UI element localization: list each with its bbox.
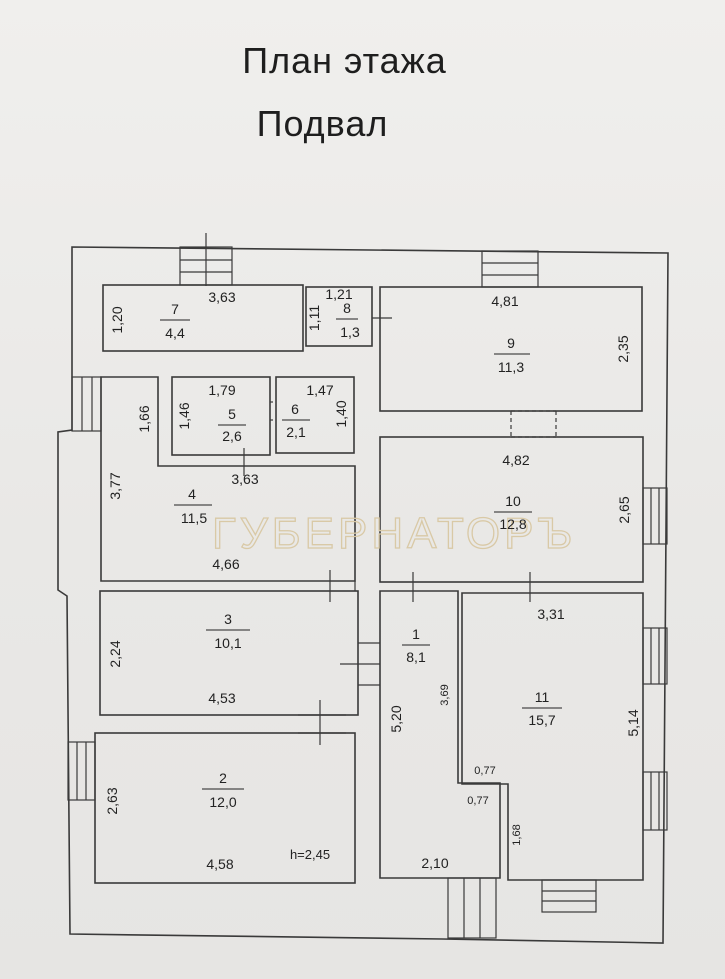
window-left-lower xyxy=(67,741,96,801)
dim-r5-height: 1,46 xyxy=(176,402,192,429)
page-subtitle: Подвал xyxy=(256,103,389,144)
door-group xyxy=(205,233,557,745)
room-11-number: 11 xyxy=(535,689,550,705)
watermark-text: ГУБЕРНАТОРЪ xyxy=(212,509,576,558)
dim-r9-height: 2,35 xyxy=(615,335,631,362)
room-1-number: 1 xyxy=(412,626,420,642)
page-title: План этажа xyxy=(242,40,447,81)
room-1-outline xyxy=(379,590,501,879)
dim-r2-height: 2,63 xyxy=(104,787,120,814)
room-5-outline xyxy=(171,376,271,456)
room-2-area: 12,0 xyxy=(209,794,236,810)
room-11-area: 15,7 xyxy=(528,712,555,728)
room-2-outline xyxy=(94,732,356,884)
room-11-outline xyxy=(461,592,644,881)
dim-r6-height: 1,40 xyxy=(333,400,349,427)
room-6-outline xyxy=(275,376,355,454)
dim-r1-diag: 3,69 xyxy=(439,684,451,705)
dim-r11-step3: 1,68 xyxy=(511,824,523,845)
dim-r11-step1: 0,77 xyxy=(474,765,495,777)
dim-r1-height: 5,20 xyxy=(388,705,404,732)
dim-r4-height: 3,77 xyxy=(107,472,123,499)
room-7-number: 7 xyxy=(171,301,179,317)
dim-r8-height: 1,11 xyxy=(306,305,322,331)
dim-r8-width: 1,21 xyxy=(325,286,352,302)
dim-r4-top: 1,66 xyxy=(136,405,152,432)
room-5-number: 5 xyxy=(228,406,236,422)
room-3-outline xyxy=(99,590,359,716)
room-3-number: 3 xyxy=(224,611,232,627)
dim-r4-width: 3,63 xyxy=(231,471,258,487)
room-9-area: 11,3 xyxy=(498,359,524,375)
room-5-area: 2,6 xyxy=(222,428,242,444)
window-group xyxy=(67,246,668,939)
dim-r6-width: 1,47 xyxy=(306,382,333,398)
window-right-upper xyxy=(642,487,668,545)
dim-r11-width: 3,31 xyxy=(537,606,564,622)
room-8-outline xyxy=(305,286,373,347)
dim-r10-width: 4,82 xyxy=(502,452,529,468)
room-2-number: 2 xyxy=(219,770,227,786)
dim-r11-height: 5,14 xyxy=(625,709,641,736)
room-4-number: 4 xyxy=(188,486,196,502)
dim-r1-bottom: 2,10 xyxy=(421,855,448,871)
dim-r10-height: 2,65 xyxy=(616,496,632,523)
window-top-right xyxy=(481,250,539,288)
dim-r5-width: 1,79 xyxy=(208,382,235,398)
window-right-lower xyxy=(642,771,668,831)
dim-r3-width: 4,53 xyxy=(208,690,235,706)
window-bottom-right xyxy=(541,879,597,913)
dim-r9-width: 4,81 xyxy=(491,293,518,309)
dim-r4-bottom: 4,66 xyxy=(212,556,239,572)
room-4-outline xyxy=(100,376,356,582)
window-right-middle xyxy=(642,627,668,685)
room-6-area: 2,1 xyxy=(286,424,306,440)
room-8-area: 1,3 xyxy=(340,324,360,340)
dim-r11-step2: 0,77 xyxy=(467,795,488,807)
room-3-area: 10,1 xyxy=(214,635,241,651)
window-left-upper xyxy=(71,376,102,432)
room-1-area: 8,1 xyxy=(406,649,426,665)
room-9-number: 9 xyxy=(507,335,515,351)
dim-r3-height: 2,24 xyxy=(107,640,123,667)
dim-r7-height: 1,20 xyxy=(109,306,125,333)
room-8-number: 8 xyxy=(343,300,351,316)
room-4-area: 11,5 xyxy=(181,510,207,526)
room-6-number: 6 xyxy=(291,401,299,417)
ceiling-height-note: h=2,45 xyxy=(290,847,330,862)
room-7-area: 4,4 xyxy=(165,325,185,341)
dim-r2-width: 4,58 xyxy=(206,856,233,872)
room-7-outline xyxy=(102,284,304,352)
room-10-area: 12,8 xyxy=(499,516,526,532)
dim-r7-width: 3,63 xyxy=(208,289,235,305)
room-10-number: 10 xyxy=(505,493,521,509)
entrance-bottom xyxy=(447,877,497,939)
